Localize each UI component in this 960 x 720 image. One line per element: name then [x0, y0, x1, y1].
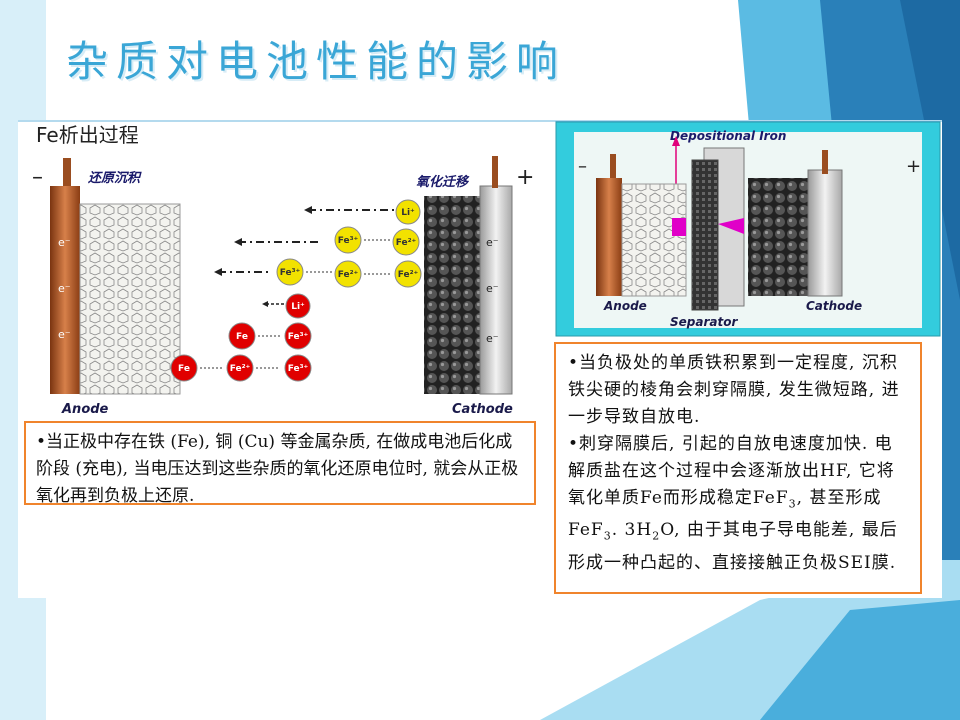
ion-label: Fe²⁺: [230, 364, 251, 374]
left-description-box: •当正极中存在铁 (Fe), 铜 (Cu) 等金属杂质, 在做成电池后化成阶段 …: [24, 421, 536, 506]
right-separator-label: Separator: [670, 315, 738, 329]
ion-label: Fe³⁺: [338, 236, 359, 246]
right-plus-sign: +: [906, 156, 921, 177]
ion-fe-red: [170, 354, 198, 382]
ion-fe3-red: [284, 322, 312, 350]
para2-part-d: O, 由于其电子导电能差, 最后形成一种凸起的、直接接触正负极SEI膜.: [568, 520, 898, 573]
oxidation-label: 氧化迁移: [416, 174, 470, 190]
electron-mark: e⁻: [58, 236, 71, 249]
ion-label: Fe³⁺: [280, 268, 301, 278]
ion-label: Fe²⁺: [398, 270, 419, 280]
ion-label: Fe³⁺: [288, 364, 309, 374]
arrow-head: [214, 268, 222, 276]
para2-sub-3: 2: [652, 529, 661, 543]
right-minus-sign: –: [578, 156, 587, 177]
ion-migration-rows: Li⁺ Fe³⁺ Fe²⁺ Fe³⁺ Fe²⁺ Fe²⁺ Li⁺: [170, 199, 422, 382]
left-figure-heading: Fe析出过程: [36, 123, 139, 147]
electron-mark: e⁻: [486, 236, 499, 249]
right-anode-label: Anode: [603, 299, 647, 313]
right-anode-graphite: [621, 183, 687, 297]
slide-title: 杂质对电池性能的影响: [66, 37, 567, 86]
arrow-head: [304, 206, 312, 214]
ion-label: Fe²⁺: [338, 270, 359, 280]
electron-mark: e⁻: [58, 282, 71, 295]
right-separator: [691, 159, 719, 311]
para2-sub-2: 3: [603, 529, 612, 543]
left-description-text: •当正极中存在铁 (Fe), 铜 (Cu) 等金属杂质, 在做成电池后化成阶段 …: [36, 432, 519, 506]
right-description-para-2: •刺穿隔膜后, 引起的自放电速度加快. 电解质盐在这个过程中会逐渐放出HF, 它…: [568, 431, 908, 577]
right-anode-collector: [596, 178, 622, 296]
cathode-label: Cathode: [452, 402, 513, 417]
ion-label: Fe³⁺: [288, 332, 309, 342]
right-cathode-label: Cathode: [806, 299, 862, 313]
right-description-box: •当负极处的单质铁积累到一定程度, 沉积铁尖硬的棱角会刺穿隔膜, 发生微短路, …: [554, 342, 922, 594]
ion-li: [395, 199, 421, 225]
bg-shape-bottom-2: [760, 600, 960, 720]
left-plus-sign: +: [516, 165, 534, 190]
ion-fe3: [276, 258, 304, 286]
anode-label: Anode: [61, 402, 109, 417]
right-anode-tab: [610, 154, 616, 180]
ion-fe-red: [228, 322, 256, 350]
figure-panel: Fe析出过程 – + 还原沉积 氧化迁移 e⁻ e⁻ e⁻ Anode e⁻ e…: [18, 120, 942, 598]
ion-fe2: [392, 228, 420, 256]
ion-fe2: [334, 260, 362, 288]
right-cathode-layer: [748, 178, 808, 296]
arrow-head: [262, 301, 268, 307]
cathode-active-layer: [424, 196, 480, 394]
separator-puncture: [718, 218, 744, 234]
electron-mark: e⁻: [58, 328, 71, 341]
cathode-tab: [492, 156, 498, 188]
ion-fe3: [334, 226, 362, 254]
ion-li-red: [285, 293, 311, 319]
depositional-pointer-head: [672, 136, 680, 146]
ion-label: Li⁺: [291, 302, 305, 312]
ion-label: Fe: [178, 364, 190, 374]
figure-diagram: Fe析出过程 – + 还原沉积 氧化迁移 e⁻ e⁻ e⁻ Anode e⁻ e…: [18, 120, 942, 417]
electron-mark: e⁻: [486, 332, 499, 345]
para2-part-b: , 甚至形成FeF: [568, 488, 882, 541]
anode-electron-marks: e⁻ e⁻ e⁻: [58, 236, 71, 341]
anode-tab: [63, 158, 71, 188]
right-cathode-collector: [807, 169, 843, 297]
para2-part-c: . 3H: [611, 520, 653, 541]
arrow-head: [234, 238, 242, 246]
anode-graphite-layer: [79, 203, 181, 395]
cathode-electron-marks: e⁻ e⁻ e⁻: [486, 236, 499, 345]
ion-fe2: [394, 260, 422, 288]
deposited-iron-spike: [672, 218, 686, 236]
depositional-iron-label: Depositional Iron: [670, 129, 786, 143]
reduction-label: 还原沉积: [87, 170, 142, 186]
ion-label: Li⁺: [401, 208, 415, 218]
ion-label: Fe: [236, 332, 248, 342]
para2-sub-1: 3: [788, 497, 797, 511]
left-minus-sign: –: [32, 165, 43, 190]
ion-fe2-red: [226, 354, 254, 382]
anode-current-collector: [50, 186, 80, 394]
right-cathode-tab: [822, 150, 828, 174]
ion-fe3-red: [284, 354, 312, 382]
para2-part-a: •刺穿隔膜后, 引起的自放电速度加快. 电解质盐在这个过程中会逐渐放出HF, 它…: [568, 434, 895, 508]
electron-mark: e⁻: [486, 282, 499, 295]
right-description-para-1: •当负极处的单质铁积累到一定程度, 沉积铁尖硬的棱角会刺穿隔膜, 发生微短路, …: [568, 353, 900, 427]
ion-label: Fe²⁺: [396, 238, 417, 248]
